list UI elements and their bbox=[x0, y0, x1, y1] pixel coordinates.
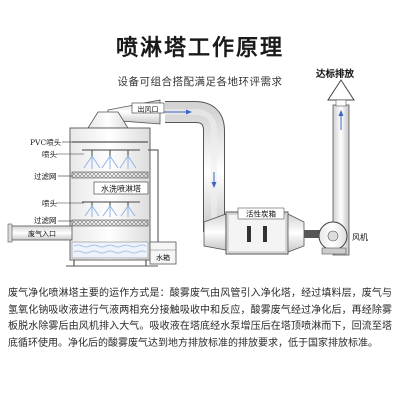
lower-spray bbox=[82, 201, 140, 217]
label-nozzle-upper: 喷头 bbox=[42, 149, 57, 159]
page-subtitle: 设备可组合搭配满足各地环评需求 bbox=[117, 76, 283, 88]
label-filter-lower: 过滤网 bbox=[34, 215, 57, 225]
label-gas-inlet: 废气入口 bbox=[28, 229, 56, 238]
label-fan: 风机 bbox=[352, 232, 368, 242]
label-water-tower: 水洗喷淋塔 bbox=[101, 184, 141, 194]
upper-filter-mesh bbox=[71, 171, 149, 179]
label-pvc-nozzle: PVC喷头 bbox=[30, 137, 62, 147]
label-carbon-box: 活性炭箱 bbox=[246, 209, 276, 219]
gas-inlet: 废气入口 bbox=[7, 223, 73, 243]
upper-spray bbox=[82, 149, 140, 169]
carbon-box: 活性炭箱 bbox=[203, 207, 305, 255]
label-outlet: 达标排放 bbox=[316, 68, 355, 80]
water-tank: 水箱 bbox=[148, 149, 177, 265]
label-outlet-port: 出风口 bbox=[138, 105, 159, 114]
label-water-tank: 水箱 bbox=[156, 253, 170, 262]
label-filter-upper: 过滤网 bbox=[34, 171, 57, 181]
spray-tower: 水洗喷淋塔 bbox=[66, 111, 158, 267]
page-title: 喷淋塔工作原理 bbox=[115, 36, 284, 61]
label-nozzle-lower: 喷头 bbox=[42, 198, 57, 208]
exhaust-stack bbox=[327, 79, 355, 256]
callouts: PVC喷头 喷头 过滤网 喷头 过滤网 bbox=[30, 137, 84, 225]
description-text: 废气净化喷淋塔主要的运作方式是：酸雾废气由风管引入净化塔，经过填料层，废气与氢氧… bbox=[8, 288, 392, 349]
lower-filter-mesh bbox=[71, 219, 149, 227]
top-duct bbox=[150, 101, 225, 232]
fan: 风机 bbox=[304, 221, 368, 255]
